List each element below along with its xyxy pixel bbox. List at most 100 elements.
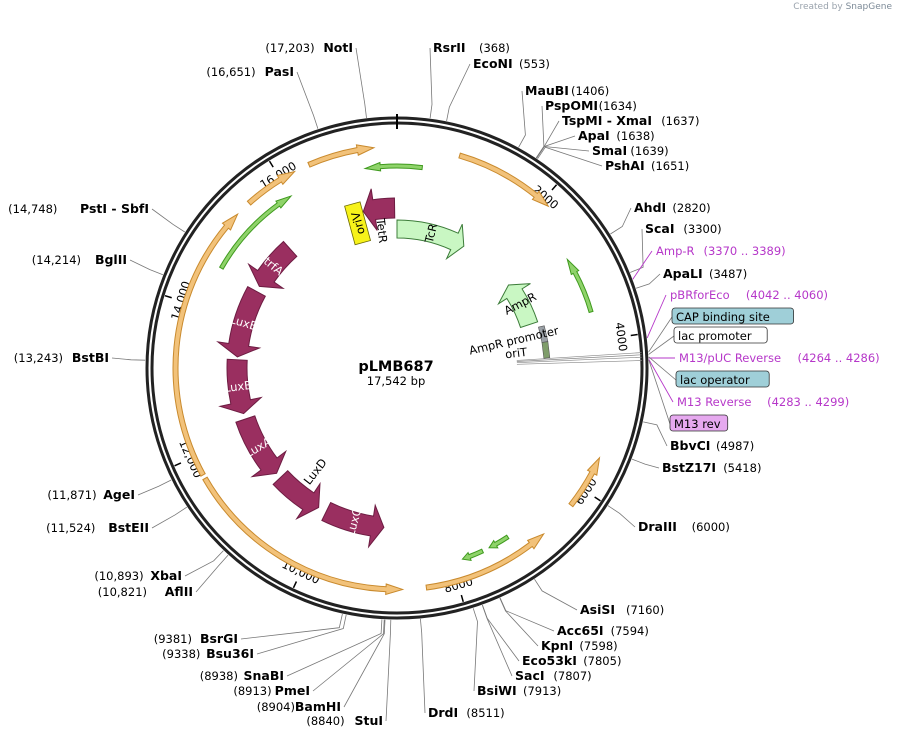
gene-arrow-luxc <box>321 501 385 549</box>
feature-box-label: CAP binding site <box>676 310 770 324</box>
site-leader <box>195 554 229 593</box>
site-position: (1638) <box>616 129 654 143</box>
site-name: DrdI <box>428 705 458 720</box>
feature-box <box>675 370 770 388</box>
site-leader <box>446 63 471 121</box>
site-name: AflII <box>165 584 193 599</box>
site-name: BglII <box>95 252 127 267</box>
site-leader <box>312 619 385 692</box>
gene-arrow-luxb <box>218 358 263 415</box>
green-feature-arrow <box>218 194 293 270</box>
credit-text: Created by <box>793 2 843 12</box>
site-leader <box>111 357 146 361</box>
site-position: (16,651) <box>206 65 255 79</box>
scale-tick <box>630 333 638 337</box>
green-feature-arrow <box>461 548 485 562</box>
feature-leader <box>648 360 671 425</box>
site-leader <box>385 619 392 722</box>
site-position: (1637) <box>661 114 699 128</box>
scale-tick <box>174 462 182 467</box>
feature-box-label: lac operator <box>680 373 750 387</box>
site-position: (7805) <box>583 654 621 668</box>
primer-name: M13/pUC Reverse <box>679 351 781 365</box>
site-position: (7594) <box>611 624 649 638</box>
gene-arrow-trfa <box>247 240 298 289</box>
site-name: KpnI <box>541 638 573 653</box>
site-name: SmaI <box>592 143 627 158</box>
feature-box-label: lac promoter <box>678 329 752 343</box>
snapgene-logo: SnapGene <box>845 2 892 12</box>
scale-tick <box>594 496 601 502</box>
site-position: (8913) <box>233 684 271 698</box>
site-leader <box>482 604 520 662</box>
site-position: (11,524) <box>46 521 95 535</box>
site-position: (8840) <box>306 714 344 728</box>
oriV-label: oriV <box>348 210 368 236</box>
site-leader <box>129 259 164 276</box>
site-name: SnaBI <box>243 668 284 683</box>
site-name: DraIII <box>638 519 677 534</box>
scale-tick <box>460 594 464 602</box>
green-feature-arrow <box>363 161 424 172</box>
orf-arrow <box>458 152 550 208</box>
feature-box <box>669 414 729 432</box>
site-leader <box>537 146 603 167</box>
scale-tick-label: 4000 <box>612 321 630 352</box>
feature-leader <box>648 356 677 381</box>
primer-leader <box>648 359 674 403</box>
site-name: ApaLI <box>663 266 703 281</box>
feature-label-tcr: TcR <box>422 222 441 245</box>
site-name: Acc65I <box>557 623 604 638</box>
primer-name: Amp-R <box>656 244 695 258</box>
site-name: PshAI <box>605 158 645 173</box>
site-name: BsiWI <box>477 683 517 698</box>
primer-leader <box>632 250 653 280</box>
site-leader <box>499 597 555 632</box>
scale-tick <box>268 160 274 168</box>
site-name: AhdI <box>634 200 666 215</box>
site-leader <box>184 550 224 577</box>
site-position: (6000) <box>692 520 730 534</box>
site-name: MauBI <box>525 83 569 98</box>
site-name: RsrII <box>433 40 466 55</box>
leader-layer <box>111 47 677 722</box>
orf-arrow <box>425 532 545 591</box>
site-leader <box>630 228 644 273</box>
primer-position: (4042 .. 4060) <box>746 288 828 302</box>
site-position: (10,821) <box>98 585 147 599</box>
site-position: (7807) <box>553 669 591 683</box>
site-position: (14,748) <box>8 202 57 216</box>
site-position: (1406) <box>571 84 609 98</box>
site-position: (11,871) <box>47 488 96 502</box>
feature-box <box>673 326 768 344</box>
site-position: (3487) <box>709 267 747 281</box>
site-name: AgeI <box>103 487 135 502</box>
orf-arrow <box>246 170 297 206</box>
orf-arrow <box>202 476 405 596</box>
site-leader <box>355 47 367 118</box>
site-position: (17,203) <box>265 41 314 55</box>
small-feature-1 <box>541 341 551 359</box>
site-name: PspOMI <box>545 98 598 113</box>
orf-arrow <box>568 456 601 508</box>
site-name: PasI <box>265 64 294 79</box>
primer-position: (4283 .. 4299) <box>767 395 849 409</box>
primer-position: (4264 .. 4286) <box>798 351 880 365</box>
site-position: (1639) <box>630 144 668 158</box>
primer-position: (3370 .. 3389) <box>704 244 786 258</box>
site-position: (8904) <box>257 700 295 714</box>
region-marker-line <box>516 360 642 365</box>
site-name: BamHI <box>295 699 341 714</box>
site-name: SacI <box>515 668 545 683</box>
site-position: (8938) <box>200 669 238 683</box>
gene-arrow-luxd <box>272 470 321 520</box>
gene-label-tetr: TetR <box>373 217 390 244</box>
feature-leader <box>648 316 673 353</box>
green-feature-arrow <box>566 257 594 314</box>
site-name: TspMI - XmaI <box>562 113 652 128</box>
scale-tick <box>551 184 558 191</box>
site-leader <box>518 90 526 148</box>
site-position: (5418) <box>723 461 761 475</box>
feature-box <box>671 307 794 325</box>
